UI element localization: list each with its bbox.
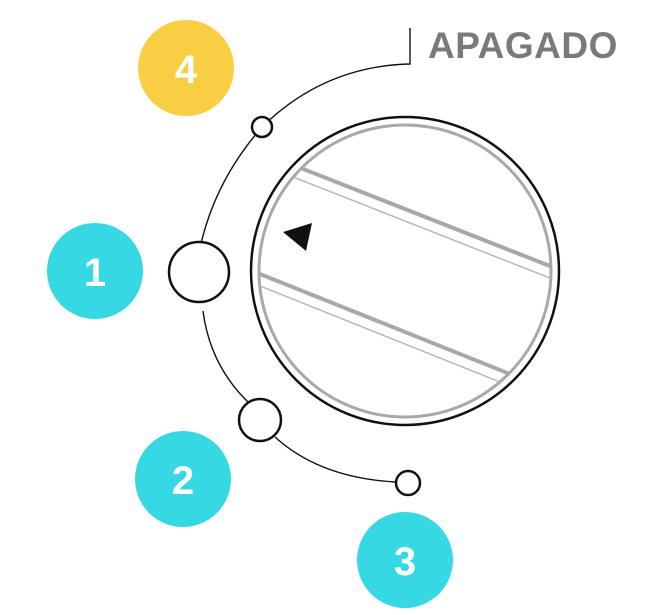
rotary-dial-icon[interactable]: [249, 115, 561, 427]
position-1-number: 1: [84, 251, 106, 295]
position-3-number: 3: [394, 540, 416, 584]
position-2-badge: 2: [135, 431, 231, 527]
position-2-number: 2: [172, 459, 194, 503]
position-4-number: 4: [175, 48, 198, 92]
position-3-badge: 3: [357, 512, 453, 608]
position-3-marker[interactable]: [394, 469, 422, 497]
position-4-badge: 4: [138, 20, 234, 116]
position-1-marker[interactable]: [167, 240, 231, 304]
off-label: APAGADO: [428, 25, 618, 66]
position-1-badge: 1: [47, 223, 143, 319]
position-4-marker[interactable]: [250, 115, 274, 139]
triangle-pointer-icon: [283, 223, 312, 251]
position-2-marker[interactable]: [237, 397, 283, 443]
